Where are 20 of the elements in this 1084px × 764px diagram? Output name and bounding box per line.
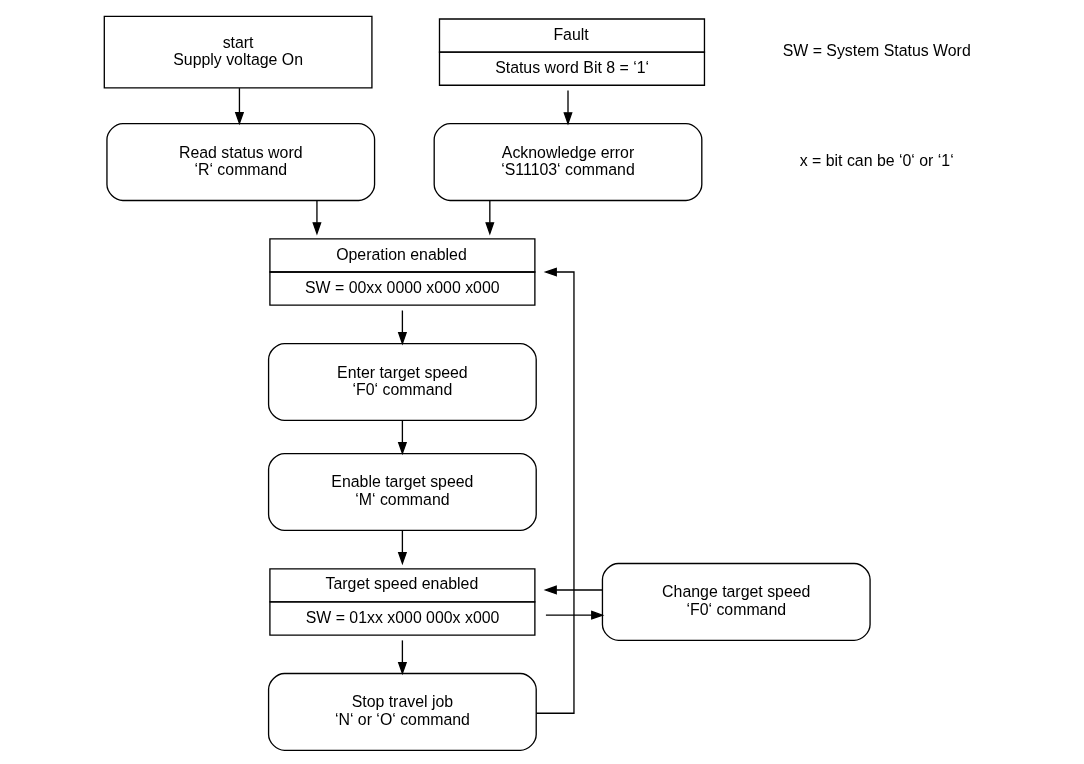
node-box: Enable target speed ‘M‘ command <box>267 452 537 532</box>
node-box: Acknowledge error ‘S11103‘ command <box>433 123 702 202</box>
arrow <box>397 309 407 346</box>
node-box: Read status word ‘R‘ command <box>105 123 375 202</box>
label: x = bit can be ‘0‘ or ‘1‘ <box>799 152 954 170</box>
node-box: start Supply voltage On <box>103 15 373 89</box>
node-box: Change target speed ‘F0‘ command <box>601 562 871 641</box>
arrow <box>397 529 407 566</box>
arrow <box>311 199 322 236</box>
arrow <box>484 199 494 236</box>
arrow <box>544 610 604 620</box>
arrow <box>543 585 603 595</box>
arrow <box>397 419 407 456</box>
arrow <box>535 267 575 714</box>
arrow <box>234 87 244 126</box>
node-box: Enter target speed ‘F0‘ command <box>267 342 537 422</box>
label: SW = System Status Word <box>782 42 971 60</box>
node-box: Stop travel job ‘N‘ or ‘O‘ command <box>267 672 537 751</box>
arrow <box>397 639 407 676</box>
arrow <box>562 89 573 126</box>
